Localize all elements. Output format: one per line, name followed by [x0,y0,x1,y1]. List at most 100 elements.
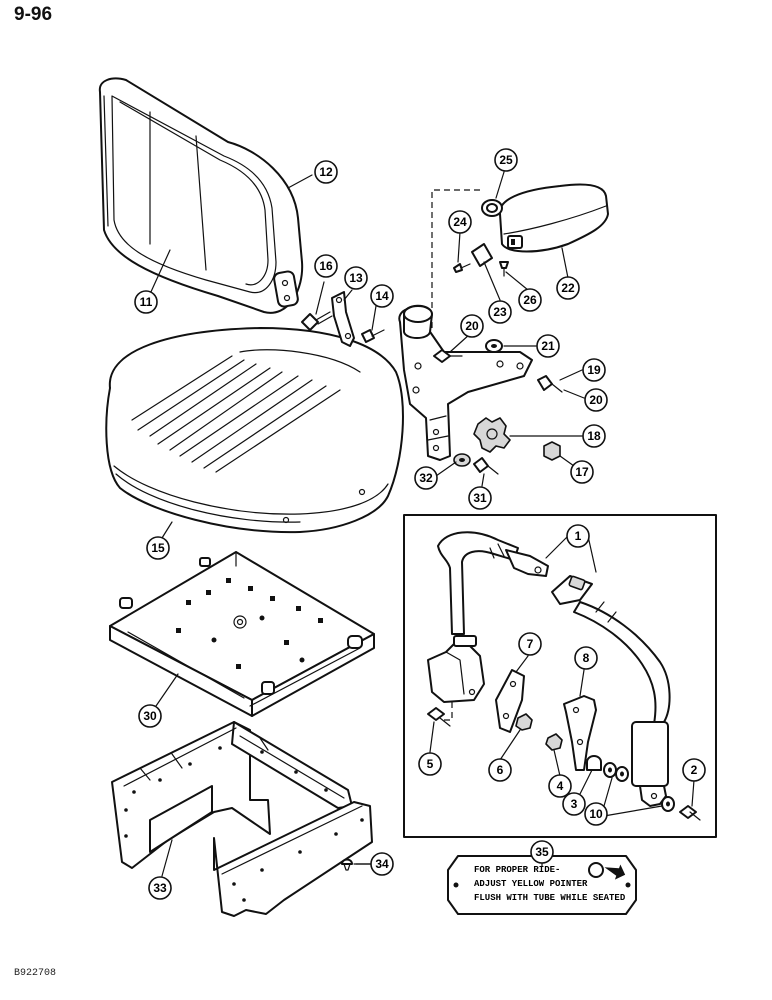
svg-text:2: 2 [691,763,698,777]
anchor-plate-8 [563,695,597,771]
bolt-31 [473,457,499,475]
svg-text:25: 25 [499,153,513,167]
svg-text:18: 18 [587,429,601,443]
callout-5: 5 [418,752,442,776]
svg-text:15: 15 [151,541,165,555]
seat-belt-inset-frame [403,514,717,838]
callout-14: 14 [370,284,394,308]
svg-text:13: 13 [349,271,363,285]
callout-16: 16 [314,254,338,278]
svg-text:23: 23 [493,305,507,319]
svg-text:3: 3 [571,797,578,811]
callout-19: 19 [582,358,606,382]
bolt-20-lower [537,375,563,393]
bolt-16 [301,311,333,331]
svg-text:16: 16 [319,259,333,273]
drawing-code: B922708 [14,968,57,979]
callout-22: 22 [556,276,580,300]
seat-back [98,77,304,314]
spacer-3 [586,755,602,771]
washers-10 [603,762,675,812]
screw-24 [453,263,471,273]
nut-6 [515,713,533,731]
screw-26 [499,261,509,277]
callout-25: 25 [494,148,518,172]
svg-text:31: 31 [473,491,487,505]
callout-12: 12 [314,160,338,184]
callout-24: 24 [448,210,472,234]
svg-text:14: 14 [375,289,389,303]
svg-text:26: 26 [523,293,537,307]
callout-17: 17 [570,460,594,484]
belt-buckle-side [551,575,671,807]
callout-35: 35 [530,840,554,864]
svg-text:12: 12 [319,165,333,179]
callout-30: 30 [138,704,162,728]
seat-cushion [105,327,404,534]
decal-line-2: ADJUST YELLOW POINTER [474,879,588,889]
svg-text:30: 30 [143,709,157,723]
leader-lines [149,171,695,877]
callout-21: 21 [536,334,560,358]
svg-text:20: 20 [589,393,603,407]
bracket-13 [331,291,355,347]
callout-3: 3 [562,792,586,816]
screw-14 [361,329,385,343]
nut-4 [545,733,563,751]
svg-text:33: 33 [153,881,167,895]
svg-text:22: 22 [561,281,575,295]
svg-text:11: 11 [140,295,153,309]
armrest-bracket-19 [398,304,533,461]
svg-text:24: 24 [453,215,467,229]
knob-18 [473,417,511,453]
callout-2: 2 [682,758,706,782]
svg-text:7: 7 [527,637,534,651]
washer-21 [485,339,503,353]
callout-32: 32 [414,466,438,490]
callout-10: 10 [584,802,608,826]
callout-31: 31 [468,486,492,510]
nut-17 [543,441,561,461]
callout-8: 8 [574,646,598,670]
belt-assembly-line [442,702,453,721]
callout-18: 18 [582,424,606,448]
callout-15: 15 [146,536,170,560]
svg-text:20: 20 [465,319,479,333]
ride-adjust-decal: FOR PROPER RIDE- ADJUST YELLOW POINTER F… [447,855,637,915]
seat-skirt [111,721,373,917]
callout-34: 34 [370,852,394,876]
svg-text:17: 17 [575,465,589,479]
callout-4: 4 [548,774,572,798]
svg-text:6: 6 [497,763,504,777]
callout-33: 33 [148,876,172,900]
callout-1: 1 [566,524,590,548]
callout-7: 7 [518,632,542,656]
anchor-plate-7 [495,669,525,733]
decal-line-1: FOR PROPER RIDE- [474,865,560,875]
svg-text:34: 34 [375,857,389,871]
washer-32 [453,453,471,467]
callout-23: 23 [488,300,512,324]
bolt-2 [679,805,701,821]
callout-20-lower: 20 [584,388,608,412]
page-number: 9-96 [14,4,53,25]
suspension-base [109,551,375,717]
callout-6: 6 [488,758,512,782]
plate-23 [471,243,493,267]
decal-line-3: FLUSH WITH TUBE WHILE SEATED [474,893,626,903]
svg-text:35: 35 [535,845,549,859]
callout-20-upper: 20 [460,314,484,338]
svg-text:8: 8 [583,651,590,665]
callout-13: 13 [344,266,368,290]
bolt-5 [427,707,451,727]
svg-text:21: 21 [541,339,555,353]
svg-text:32: 32 [419,471,433,485]
callout-11: 11 [134,290,158,314]
svg-text:19: 19 [587,363,601,377]
svg-text:5: 5 [427,757,434,771]
callout-26: 26 [518,288,542,312]
armrest-pad-22 [498,183,609,253]
armrest-assembly-line [431,189,484,328]
svg-text:1: 1 [575,529,582,543]
